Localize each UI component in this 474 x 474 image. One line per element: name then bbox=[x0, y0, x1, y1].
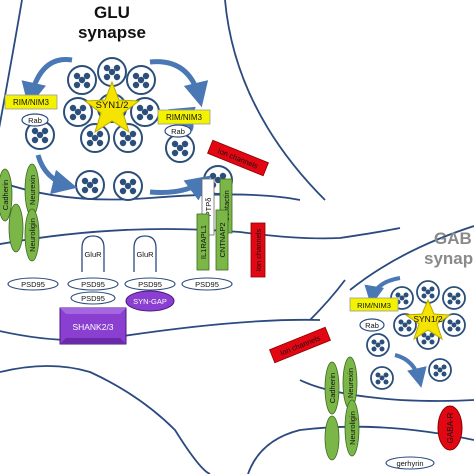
cycle-arrow bbox=[149, 175, 212, 201]
psd95-1 bbox=[7, 277, 59, 291]
rim-box-gaba bbox=[349, 297, 399, 312]
neurexin-gaba-label: Neurexin bbox=[346, 368, 355, 398]
gabar-label: GABA-R bbox=[446, 412, 455, 443]
syn-gaba-label: SYN1/2 bbox=[413, 314, 443, 324]
psd95-3 bbox=[124, 277, 176, 291]
neuroligin-gaba: Neuroligin bbox=[344, 399, 360, 457]
shank-box: SHANK2/3 bbox=[59, 307, 127, 345]
neuroligin-gaba-label: Neuroligin bbox=[348, 411, 357, 445]
cadherin-glu-lower bbox=[8, 203, 24, 253]
glur-receptor-right: GluR bbox=[133, 235, 157, 272]
gaba-presynaptic-membrane bbox=[299, 225, 474, 402]
vesicle bbox=[80, 123, 110, 153]
cycle-arrow bbox=[21, 57, 73, 108]
rim-box-left bbox=[4, 94, 58, 110]
vesicle bbox=[165, 133, 195, 163]
cycle-arrow bbox=[35, 154, 78, 195]
syn-gaba-star-icon bbox=[404, 298, 452, 341]
cadherin-glu-label: Cadherin bbox=[1, 180, 10, 210]
psd95-2-label: PSD95 bbox=[81, 280, 105, 289]
vesicle bbox=[113, 171, 143, 201]
gaba-cycle-arrow bbox=[364, 276, 401, 306]
contactin-label: Contactin bbox=[222, 190, 231, 222]
psd95-4-label: PSD95 bbox=[195, 280, 219, 289]
gaba-title-line2: synap bbox=[424, 249, 473, 268]
rab-gaba bbox=[359, 318, 385, 332]
syn-glu-label: SYN1/2 bbox=[96, 100, 129, 111]
gaba-title-line1: GAB bbox=[434, 229, 472, 248]
syn-star-icon bbox=[83, 80, 141, 134]
syngap bbox=[125, 290, 175, 312]
glu-presynaptic-membrane bbox=[0, 0, 326, 201]
psd95-3-label: PSD95 bbox=[138, 280, 162, 289]
vesicle bbox=[370, 366, 394, 390]
neuroligin-glu: Neuroligin bbox=[24, 208, 40, 262]
psd95-5-label: PSD95 bbox=[81, 294, 105, 303]
rab-left-label: Rab bbox=[28, 116, 42, 125]
rab-left bbox=[21, 113, 49, 127]
vesicle bbox=[75, 170, 105, 200]
neurexin-glu: Neurexin bbox=[24, 163, 40, 217]
cadherin-gaba: Cadherin bbox=[324, 361, 340, 415]
glur-receptor-left: GluR bbox=[81, 235, 105, 272]
rab-right-label: Rab bbox=[171, 127, 185, 136]
ion-channels-right: Ion channels bbox=[250, 222, 266, 278]
rim-right-label: RIM/NIM3 bbox=[166, 113, 203, 122]
il1rapl1: IL1RAPL1 bbox=[196, 213, 210, 271]
psd95-5 bbox=[70, 291, 116, 305]
cadherin-gaba-lower bbox=[324, 415, 340, 461]
il1rapl1-label: IL1RAPL1 bbox=[199, 225, 208, 259]
gabar-receptor: GABA-R bbox=[437, 405, 463, 451]
gephyrin-label: gerhyrin bbox=[396, 459, 423, 468]
postsynaptic-cell-body bbox=[0, 279, 346, 474]
ion-channels-right-label: Ion channels bbox=[254, 228, 263, 271]
neurexin-glu-label: Neurexin bbox=[28, 175, 37, 205]
cntnap2: CNTNAP2 bbox=[215, 209, 229, 271]
vesicle bbox=[428, 358, 452, 382]
vesicle bbox=[366, 333, 390, 357]
glu-title-line2: synapse bbox=[78, 23, 146, 42]
rim-gaba-label: RIM/NIM3 bbox=[357, 301, 391, 310]
ptpd-label: PTPδ bbox=[204, 198, 213, 217]
cadherin-glu: Cadherin bbox=[0, 168, 13, 222]
rab-right bbox=[164, 124, 192, 138]
vesicle bbox=[442, 286, 466, 310]
gaba-cycle-arrow bbox=[394, 353, 427, 388]
psd95-1-label: PSD95 bbox=[21, 280, 45, 289]
syngap-label: SYN-GAP bbox=[133, 297, 167, 306]
rim-box-right bbox=[157, 109, 211, 125]
psd95-4 bbox=[181, 277, 233, 291]
rim-left-label: RIM/NIM3 bbox=[13, 98, 50, 107]
ion-channels-gaba: Ion channels bbox=[269, 326, 331, 364]
vesicle bbox=[126, 65, 156, 95]
psd95-2 bbox=[67, 277, 119, 291]
neuroligin-glu-label: Neuroligin bbox=[28, 218, 37, 252]
cadherin-gaba-label: Cadherin bbox=[328, 373, 337, 403]
gephyrin bbox=[385, 456, 435, 470]
glu-presynaptic-terminal bbox=[0, 180, 301, 201]
glur-left-label: GluR bbox=[84, 250, 102, 259]
cntnap2-label: CNTNAP2 bbox=[218, 222, 227, 257]
glur-right-label: GluR bbox=[136, 250, 154, 259]
vesicle bbox=[67, 65, 97, 95]
shank-label: SHANK2/3 bbox=[72, 322, 113, 332]
gaba-postsynaptic-membrane bbox=[247, 425, 474, 474]
cycle-arrow bbox=[149, 59, 209, 108]
rab-gaba-label: Rab bbox=[365, 321, 379, 330]
glu-title-line1: GLU bbox=[94, 3, 130, 22]
